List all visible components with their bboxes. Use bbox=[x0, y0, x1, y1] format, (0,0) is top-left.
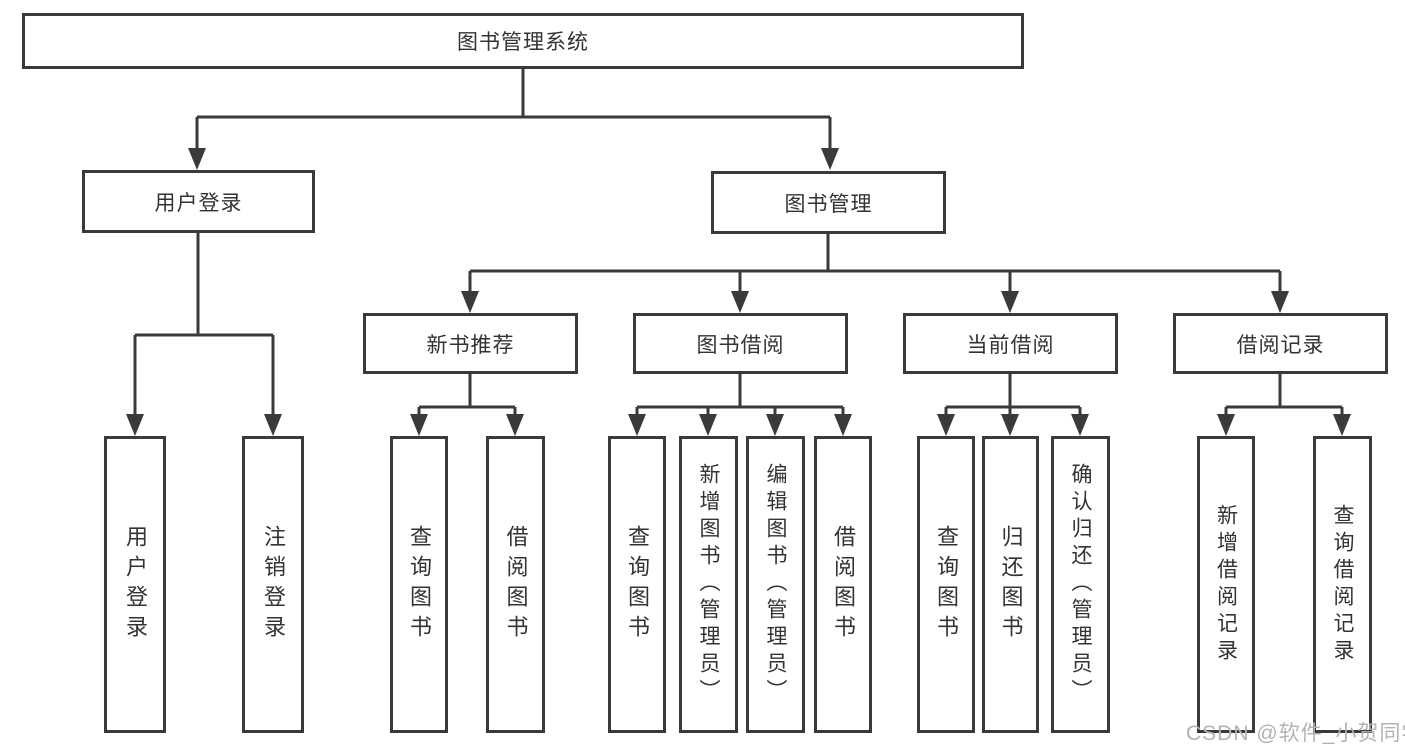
leaf-logout: 注销登录 bbox=[242, 436, 304, 733]
leaf-add-books-admin: 新增图书（管理员） bbox=[679, 436, 738, 733]
node-label: 查询图书 bbox=[407, 524, 432, 645]
node-label: 查询借阅记录 bbox=[1331, 503, 1354, 666]
csdn-watermark: CSDN @软件_小贺同学 bbox=[1186, 722, 1405, 745]
leaf-borrow-books-borrowing: 借阅图书 bbox=[814, 436, 872, 733]
leaf-borrow-books-recommend: 借阅图书 bbox=[486, 436, 545, 733]
leaf-query-books-borrowing: 查询图书 bbox=[608, 436, 666, 733]
leaf-confirm-return-admin: 确认归还（管理员） bbox=[1051, 436, 1110, 733]
node-label: 注销登录 bbox=[261, 524, 286, 645]
node-label: 归还图书 bbox=[998, 524, 1024, 645]
node-label: 用户登录 bbox=[123, 524, 148, 645]
leaf-query-books-recommend: 查询图书 bbox=[390, 436, 448, 733]
node-label: 借阅图书 bbox=[831, 524, 856, 645]
node-label: 新增借阅记录 bbox=[1214, 503, 1238, 666]
node-label: 用户登录 bbox=[154, 191, 243, 215]
node-current-borrowing: 当前借阅 bbox=[903, 313, 1118, 374]
node-label: 新书推荐 bbox=[426, 333, 515, 357]
node-new-book-recommendation: 新书推荐 bbox=[363, 313, 578, 374]
node-book-borrowing: 图书借阅 bbox=[633, 313, 848, 374]
node-label: 当前借阅 bbox=[966, 333, 1055, 357]
leaf-edit-books-admin: 编辑图书（管理员） bbox=[746, 436, 805, 733]
node-label: 借阅记录 bbox=[1236, 333, 1325, 357]
node-label: 查询图书 bbox=[934, 524, 959, 645]
node-library-management-system: 图书管理系统 bbox=[22, 13, 1024, 69]
node-label: 查询图书 bbox=[625, 524, 650, 645]
node-user-login-branch: 用户登录 bbox=[82, 170, 315, 233]
leaf-query-books-current: 查询图书 bbox=[917, 436, 975, 733]
leaf-return-books: 归还图书 bbox=[982, 436, 1039, 733]
node-label: 编辑图书（管理员） bbox=[764, 463, 787, 706]
node-borrowing-records: 借阅记录 bbox=[1173, 313, 1388, 374]
node-label: 图书借阅 bbox=[696, 333, 785, 357]
node-label: 新增图书（管理员） bbox=[697, 463, 720, 706]
node-label: 图书管理系统 bbox=[457, 31, 589, 54]
node-label: 确认归还（管理员） bbox=[1069, 463, 1092, 706]
leaf-user-login: 用户登录 bbox=[104, 436, 166, 733]
leaf-query-borrow-record: 查询借阅记录 bbox=[1313, 436, 1372, 733]
leaf-add-borrow-record: 新增借阅记录 bbox=[1197, 436, 1255, 733]
node-label: 图书管理 bbox=[784, 192, 873, 216]
node-book-management-branch: 图书管理 bbox=[711, 171, 946, 234]
node-label: 借阅图书 bbox=[503, 524, 529, 645]
